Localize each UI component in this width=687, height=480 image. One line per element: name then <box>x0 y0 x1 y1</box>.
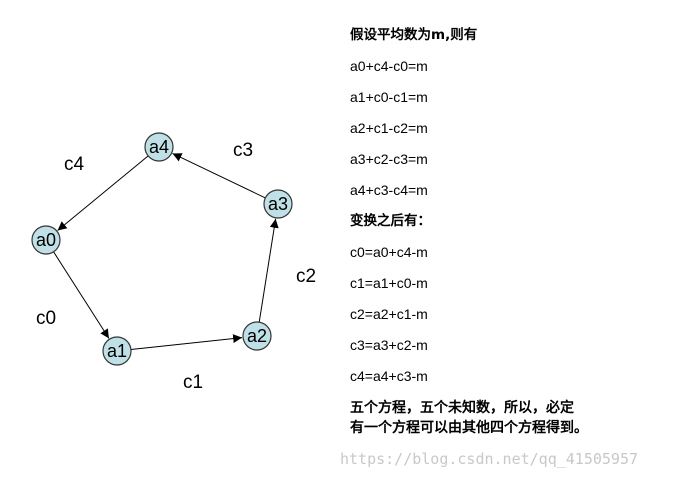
conclusion: 五个方程，五个未知数，所以，必定 有一个方程可以由其他四个方程得到。 <box>350 398 680 438</box>
solution-2: c2=a2+c1-m <box>350 306 428 322</box>
solution-0: c0=a0+c4-m <box>350 244 428 260</box>
conclusion-line-1: 五个方程，五个未知数，所以，必定 <box>350 400 574 416</box>
edge-a4-a0 <box>57 155 149 231</box>
edge-label-c1: c1 <box>183 372 203 393</box>
equation-3: a3+c2-c3=m <box>350 151 428 167</box>
edge-a0-a1 <box>53 251 110 339</box>
solution-3: c3=a3+c2-m <box>350 337 428 353</box>
explanation-text: 假设平均数为m,则有 a0+c4-c0=m a1+c0-c1=m a2+c1-c… <box>350 20 680 438</box>
transform-line: 变换之后有： <box>350 213 431 229</box>
node-label-a3: a3 <box>268 194 288 214</box>
equations-list: a0+c4-c0=m a1+c0-c1=m a2+c1-c2=m a3+c2-c… <box>350 51 680 206</box>
edge-a3-a4 <box>172 153 266 199</box>
edge-label-c4: c4 <box>64 154 85 175</box>
node-circle-a3 <box>263 189 293 219</box>
conclusion-line-2: 有一个方程可以由其他四个方程得到。 <box>350 420 588 436</box>
circulation-diagram: a0 a1 a2 a3 a4 c0 c1 c2 c3 c4 <box>31 132 316 393</box>
node-a3: a3 <box>263 189 293 219</box>
node-label-a2: a2 <box>247 326 267 346</box>
node-circle-a0 <box>31 225 61 255</box>
node-label-a4: a4 <box>149 137 169 157</box>
node-label-a0: a0 <box>36 230 56 250</box>
equation-2: a2+c1-c2=m <box>350 120 428 136</box>
intro-line: 假设平均数为m,则有 <box>350 27 478 43</box>
edge-a1-a2 <box>130 334 243 351</box>
node-circle-a2 <box>242 321 272 351</box>
equation-1: a1+c0-c1=m <box>350 89 428 105</box>
equation-0: a0+c4-c0=m <box>350 58 428 74</box>
node-circle-a4 <box>144 132 174 162</box>
solution-4: c4=a4+c3-m <box>350 368 428 384</box>
edge-a2-a3 <box>258 218 279 323</box>
node-a0: a0 <box>31 225 61 255</box>
node-circle-a1 <box>102 336 132 366</box>
equation-4: a4+c3-c4=m <box>350 182 428 198</box>
edge-label-c2: c2 <box>296 266 316 287</box>
edge-label-c0: c0 <box>36 308 56 329</box>
node-a4: a4 <box>144 132 174 162</box>
edge-label-c3: c3 <box>233 140 253 161</box>
node-a1: a1 <box>102 336 132 366</box>
solution-1: c1=a1+c0-m <box>350 275 428 291</box>
node-label-a1: a1 <box>107 341 127 361</box>
node-a2: a2 <box>242 321 272 351</box>
watermark: https://blog.csdn.net/qq_41505957 <box>340 450 639 468</box>
solutions-list: c0=a0+c4-m c1=a1+c0-m c2=a2+c1-m c3=a3+c… <box>350 237 680 392</box>
